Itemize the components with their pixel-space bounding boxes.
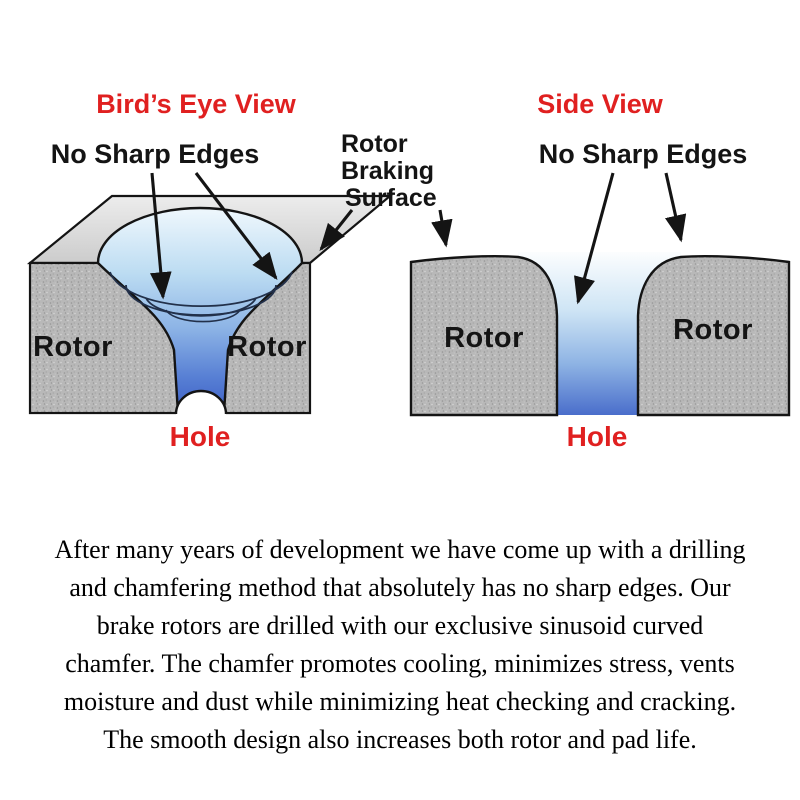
paragraph-line: The smooth design also increases both ro… [103, 725, 697, 754]
side-view-diagram: Rotor Rotor [409, 252, 791, 417]
rotor-braking-surface-label: Rotor Braking Surface [341, 130, 437, 212]
hole-notch-fill [176, 392, 226, 415]
rotor-label: Rotor [444, 322, 524, 354]
rotor-label: Rotor [227, 331, 307, 363]
description-paragraph: After many years of development we have … [7, 531, 793, 759]
paragraph-line: and chamfering method that absolutely ha… [69, 573, 731, 602]
rotor-braking-surface-line2: Braking [341, 157, 434, 185]
birds-eye-diagram: Rotor Rotor [26, 194, 394, 415]
hole-label-right: Hole [567, 421, 628, 452]
arrow-no-sharp-left-1 [150, 172, 172, 300]
arrows [150, 172, 687, 305]
rotor-braking-surface-line1: Rotor [341, 130, 408, 158]
no-sharp-edges-label-left: No Sharp Edges [51, 139, 260, 169]
rotor-diagram: Rotor Rotor Rotor Rotor Bird’s Eye View … [26, 89, 791, 452]
side-hole-gap [518, 252, 681, 415]
side-left-block [409, 255, 559, 417]
paragraph-line: brake rotors are drilled with our exclus… [96, 611, 704, 640]
hole-notch [174, 389, 228, 415]
paragraph-line: After many years of development we have … [54, 535, 746, 564]
arrow-braking-surface-left [319, 209, 354, 251]
arrow-no-sharp-right-1 [574, 172, 615, 305]
contour-arc-3 [145, 297, 257, 317]
birds-eye-title: Bird’s Eye View [96, 89, 297, 119]
chamfer-bowl [96, 206, 304, 415]
side-view-title: Side View [537, 89, 664, 119]
rotor-braking-surface-line3: Surface [345, 184, 437, 212]
contour-arc-4 [165, 309, 241, 323]
paragraph-line: chamfer. The chamfer promotes cooling, m… [65, 649, 735, 678]
contour-arc-1 [109, 271, 293, 307]
rotor-label: Rotor [33, 331, 113, 363]
arrow-no-sharp-left-2 [194, 172, 278, 280]
arrow-no-sharp-right-2 [664, 172, 687, 243]
no-sharp-edges-label-right: No Sharp Edges [539, 139, 748, 169]
paragraph-line: moisture and dust while minimizing heat … [63, 687, 737, 716]
rotor-label: Rotor [673, 314, 753, 346]
hole-label-left: Hole [170, 421, 231, 452]
side-right-block [636, 255, 791, 417]
arrow-braking-surface-right [431, 209, 453, 248]
